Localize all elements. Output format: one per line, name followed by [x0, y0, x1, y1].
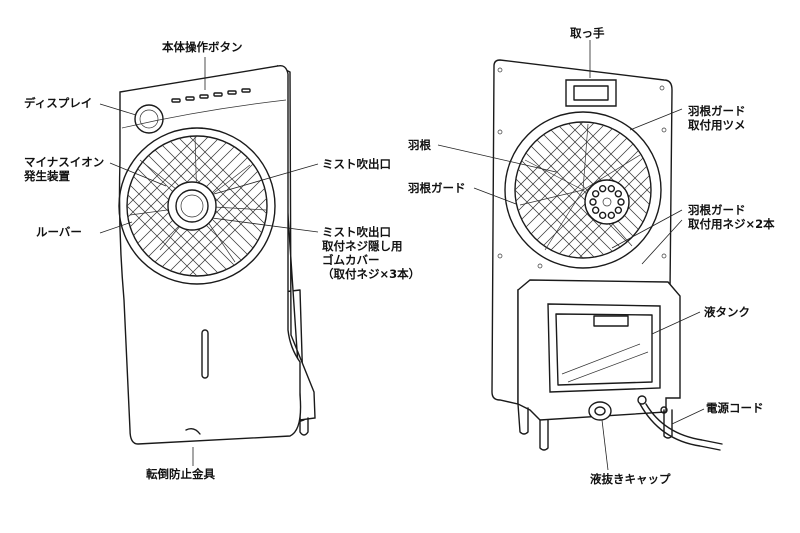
grill-wire: [164, 136, 267, 276]
grill-wire: [127, 136, 210, 276]
grill-wire: [515, 122, 584, 258]
panel-screws: [497, 67, 667, 269]
leader-lines: [99, 40, 705, 471]
label-display: ディスプレイ: [24, 96, 93, 110]
grill-wire: [176, 136, 267, 276]
label-mist-outlet-cover: ミスト吹出口 取付ネジ隠し用 ゴムカバー （取付ネジ×3本）: [322, 225, 421, 281]
label-blade: 羽根: [408, 138, 431, 152]
grill-wire: [188, 136, 267, 276]
grill-wire: [127, 136, 198, 276]
hub-hole: [614, 206, 623, 214]
rear-foot-right: [663, 409, 673, 439]
anti-tip-bracket: [185, 427, 201, 435]
label-control-buttons: 本体操作ボタン: [162, 40, 243, 54]
label-drain-cap: 液抜きキャップ: [590, 472, 671, 486]
hub-hole: [589, 198, 597, 206]
rear-fan-hub: [584, 179, 630, 225]
rear-foot-back: [517, 403, 529, 435]
grill-wire: [578, 122, 651, 258]
rear-handle: [565, 79, 617, 107]
hub-hole: [591, 206, 600, 214]
rear-back-panel: [491, 59, 673, 405]
rear-blade-guard: [504, 111, 662, 269]
hub-center: [602, 197, 612, 207]
grill-wire: [127, 136, 198, 276]
hub-hole: [607, 211, 616, 220]
label-anti-tip-bracket: 転倒防止金具: [146, 467, 215, 481]
label-handle: 取っ手: [570, 26, 605, 40]
grill-wire: [515, 122, 596, 258]
grill-wire: [566, 122, 651, 258]
label-guard-screws: 羽根ガード 取付用ネジ×2本: [688, 203, 775, 231]
grill-wire: [127, 136, 222, 276]
hub-hole: [598, 184, 607, 193]
drain-cap-part: [588, 401, 612, 421]
rear-foot-left: [539, 419, 549, 451]
label-mist-outlet: ミスト吹出口: [322, 157, 391, 171]
mist-outlet: [167, 181, 217, 231]
grill-wire: [515, 122, 608, 258]
label-louver: ルーバー: [36, 225, 82, 239]
grill-wire: [152, 136, 267, 276]
front-foot: [299, 417, 309, 436]
front-top-band: [121, 99, 287, 129]
label-guard-tab: 羽根ガード 取付用ツメ: [688, 104, 746, 132]
display-unit: [134, 104, 164, 134]
grill-wire: [518, 122, 651, 258]
label-liquid-tank: 液タンク: [704, 305, 750, 319]
label-power-cord: 電源コード: [706, 401, 764, 415]
label-ion-generator: マイナスイオン 発生装置: [24, 155, 105, 183]
hub-hole: [598, 211, 607, 220]
grill-wire: [515, 122, 584, 258]
front-view: [118, 64, 316, 445]
rear-view: [491, 59, 723, 451]
hub-hole: [607, 184, 616, 193]
label-blade-guard: 羽根ガード: [408, 181, 466, 195]
control-button-row: [171, 88, 251, 103]
hub-hole: [614, 190, 623, 198]
front-level-window: [201, 329, 209, 379]
hub-hole: [591, 190, 600, 198]
grill-wire: [515, 122, 620, 258]
liquid-tank: [547, 303, 661, 393]
grill-wire: [127, 136, 234, 276]
hub-hole: [617, 198, 625, 206]
